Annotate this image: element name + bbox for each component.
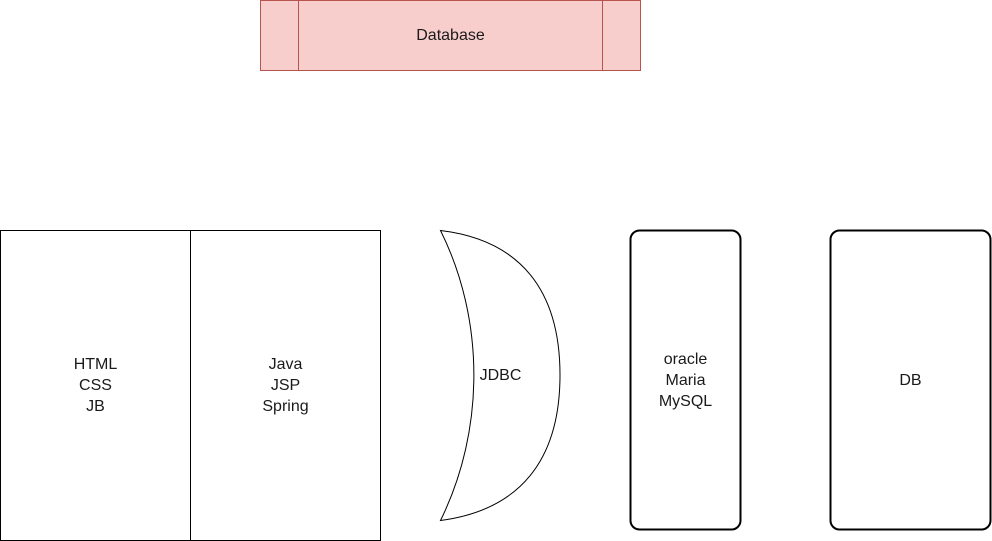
backend-label: Java JSP Spring — [262, 356, 309, 415]
jdbc-crescent-node[interactable] — [439, 229, 561, 522]
frontend-box — [0, 230, 191, 541]
dbms-label: oracle Maria MySQL — [658, 351, 713, 410]
db-node[interactable] — [829, 229, 992, 531]
frontend-label: HTML CSS JB — [73, 356, 118, 415]
web-layers-node[interactable] — [0, 230, 381, 541]
database-process-node[interactable] — [260, 0, 641, 71]
dbms-node[interactable] — [629, 229, 742, 531]
db-label: DB — [899, 372, 922, 389]
database-process-body — [260, 0, 641, 71]
database-label: Database — [416, 27, 485, 44]
backend-box — [190, 230, 381, 541]
jdbc-label: JDBC — [479, 367, 522, 384]
